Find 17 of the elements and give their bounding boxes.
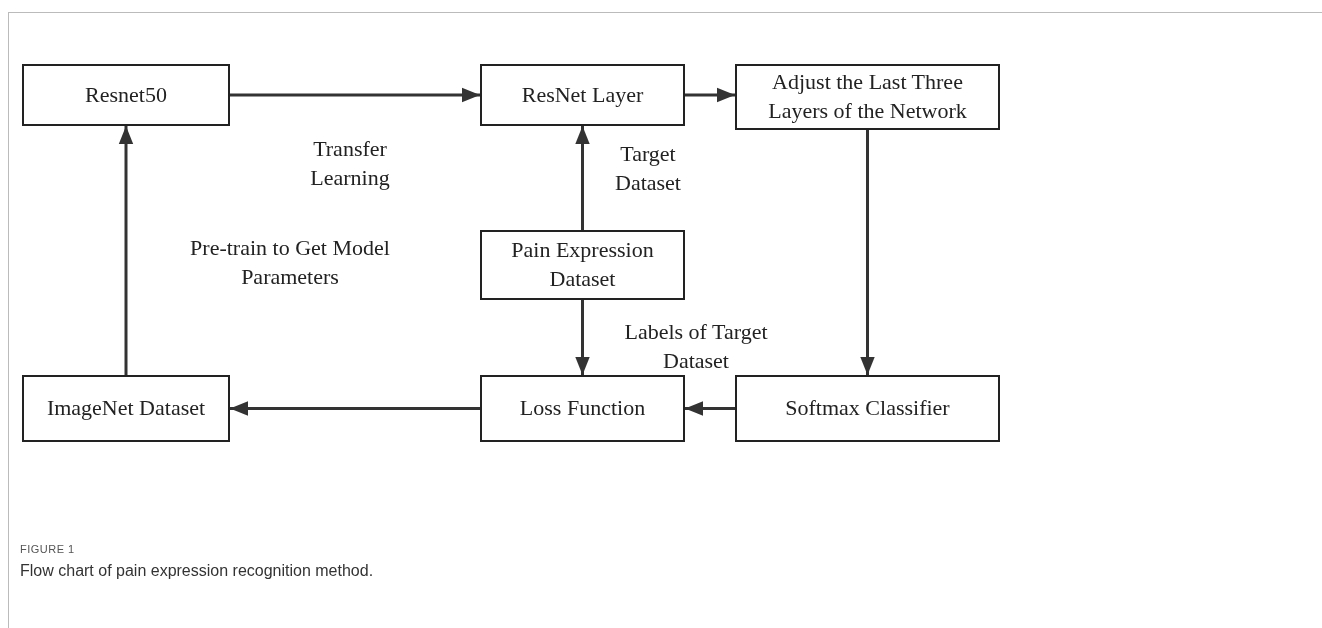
arrow [575,126,590,230]
figure-label: FIGURE 1 [20,543,75,555]
arrow [575,300,590,375]
process-box: Resnet50 [22,64,230,126]
process-box: Adjust the Last Three Layers of the Network [735,64,1000,130]
arrow [685,87,735,103]
caption: Flow chart of pain expression recognition method. [20,562,374,580]
process-box: ImageNet Dataset [22,375,230,442]
process-box: ResNet Layer [480,64,685,126]
arrow [230,87,480,103]
arrow [685,401,735,416]
process-box: Loss Function [480,375,685,442]
arrow [118,126,134,375]
process-box: Pain Expression Dataset [480,230,685,300]
arrow [230,401,480,416]
process-box: Softmax Classifier [735,375,1000,442]
arrow [860,130,875,375]
